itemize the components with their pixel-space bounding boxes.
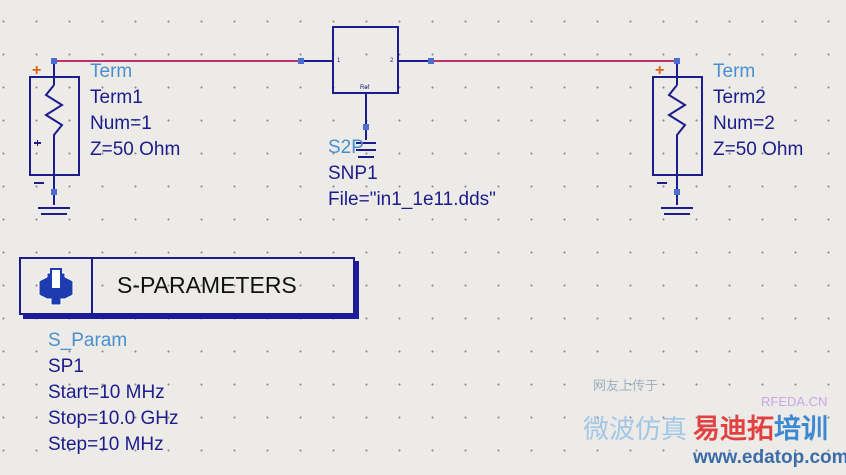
pin-markers (51, 58, 680, 195)
term2-z: Z=50 Ohm (713, 139, 804, 160)
snp-file: File="in1_1e11.dds" (328, 189, 496, 210)
term1-type: Term (90, 61, 133, 82)
s-parameters-controller[interactable]: S-PARAMETERS (19, 257, 355, 315)
pin2-label: 2 (390, 58, 394, 64)
term1-symbol[interactable] (29, 61, 80, 215)
watermark-line1: 网友上传于 (593, 378, 659, 393)
sparam-labels[interactable]: S_Param SP1 Start=10 MHz Stop=10.0 GHz S… (48, 328, 178, 458)
term1-z: Z=50 Ohm (90, 139, 181, 160)
watermark-cn3: 培训 (774, 414, 828, 444)
watermark-cn2: 易迪拓 (693, 414, 774, 444)
term2-symbol[interactable] (652, 61, 703, 215)
sparam-type: S_Param (48, 330, 128, 351)
plus-marker: + (32, 62, 41, 79)
sparam-start: Start=10 MHz (48, 382, 165, 403)
s2p-symbol[interactable] (302, 26, 430, 158)
term2-labels[interactable]: Term Term2 Num=2 Z=50 Ohm (713, 59, 803, 163)
sparam-header: S-PARAMETERS (117, 272, 297, 298)
watermark-brand: 易迪拓培训 (693, 414, 828, 444)
sparam-gear-icon (21, 259, 93, 313)
watermark-site1: RFEDA.CN (761, 394, 828, 409)
pin1-label: 1 (337, 58, 341, 64)
sparam-stop: Stop=10.0 GHz (48, 408, 179, 429)
term2-type: Term (713, 61, 756, 82)
snp-type: S2P (328, 137, 364, 158)
sparam-name: SP1 (48, 356, 84, 377)
snp-name: SNP1 (328, 163, 378, 184)
watermark-cn1: 微波仿真 (583, 414, 688, 444)
watermark: 网友上传于 RFEDA.CN 微波仿真 易迪拓培训 www.edatop.com (583, 378, 846, 472)
plus-marker: + (655, 62, 664, 79)
term1-labels[interactable]: Term Term1 Num=1 Z=50 Ohm (90, 59, 180, 163)
term2-name: Term2 (713, 87, 766, 108)
term2-num: Num=2 (713, 113, 775, 134)
term1-name: Term1 (90, 87, 143, 108)
term1-num: Num=1 (90, 113, 152, 134)
snp-labels[interactable]: S2P SNP1 File="in1_1e11.dds" (328, 135, 496, 213)
watermark-url: www.edatop.com (693, 447, 846, 468)
sparam-step: Step=10 MHz (48, 434, 164, 455)
ref-label: Ref (360, 85, 370, 91)
